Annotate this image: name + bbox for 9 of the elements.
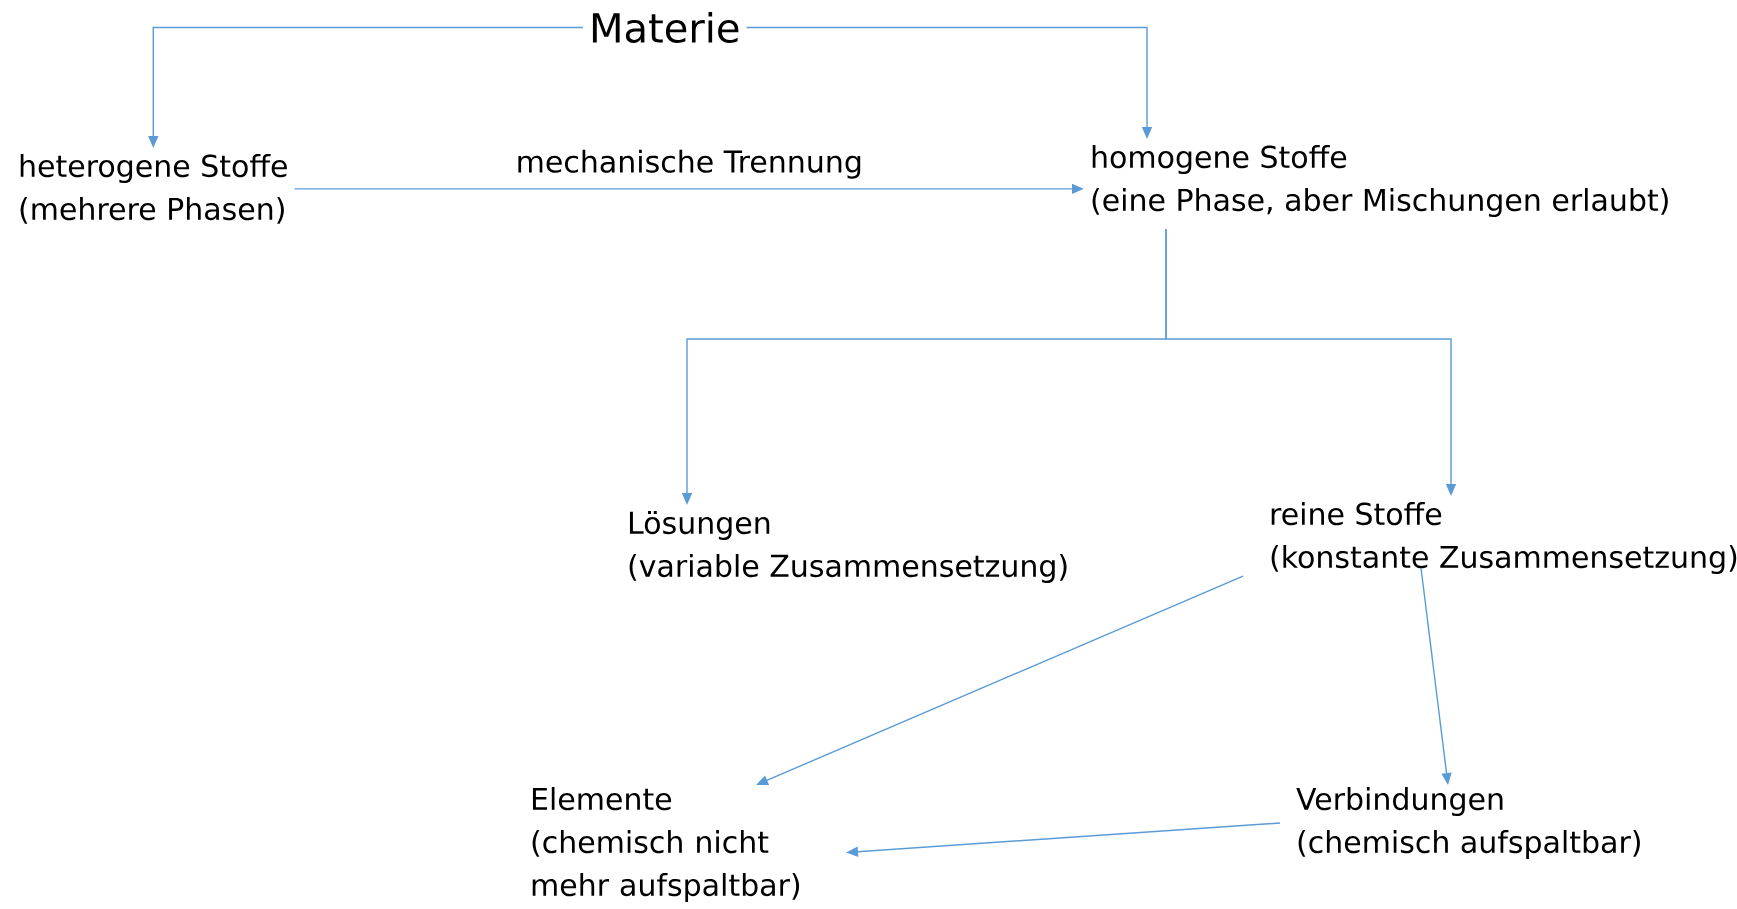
- concept-label: reine Stoffe (konstante Zusammensetzung): [1271, 502, 1737, 575]
- concept-label: Lösungen (variable Zusammensetzung): [629, 511, 1067, 583]
- edge-label: mechanische Trennung: [518, 149, 861, 179]
- concept-label: Verbindungen (chemisch aufspaltbar): [1296, 787, 1640, 860]
- concept-label: heterogene Stoffe (mehrere Phasen): [20, 154, 287, 224]
- concept-label: homogene Stoffe (eine Phase, aber Mischungen erlaubt): [1092, 145, 1668, 218]
- concept-label: Materie: [592, 12, 739, 43]
- concept-label: Elemente (chemisch nicht mehr aufspaltbar): [532, 787, 800, 903]
- arrow: [756, 575, 1244, 786]
